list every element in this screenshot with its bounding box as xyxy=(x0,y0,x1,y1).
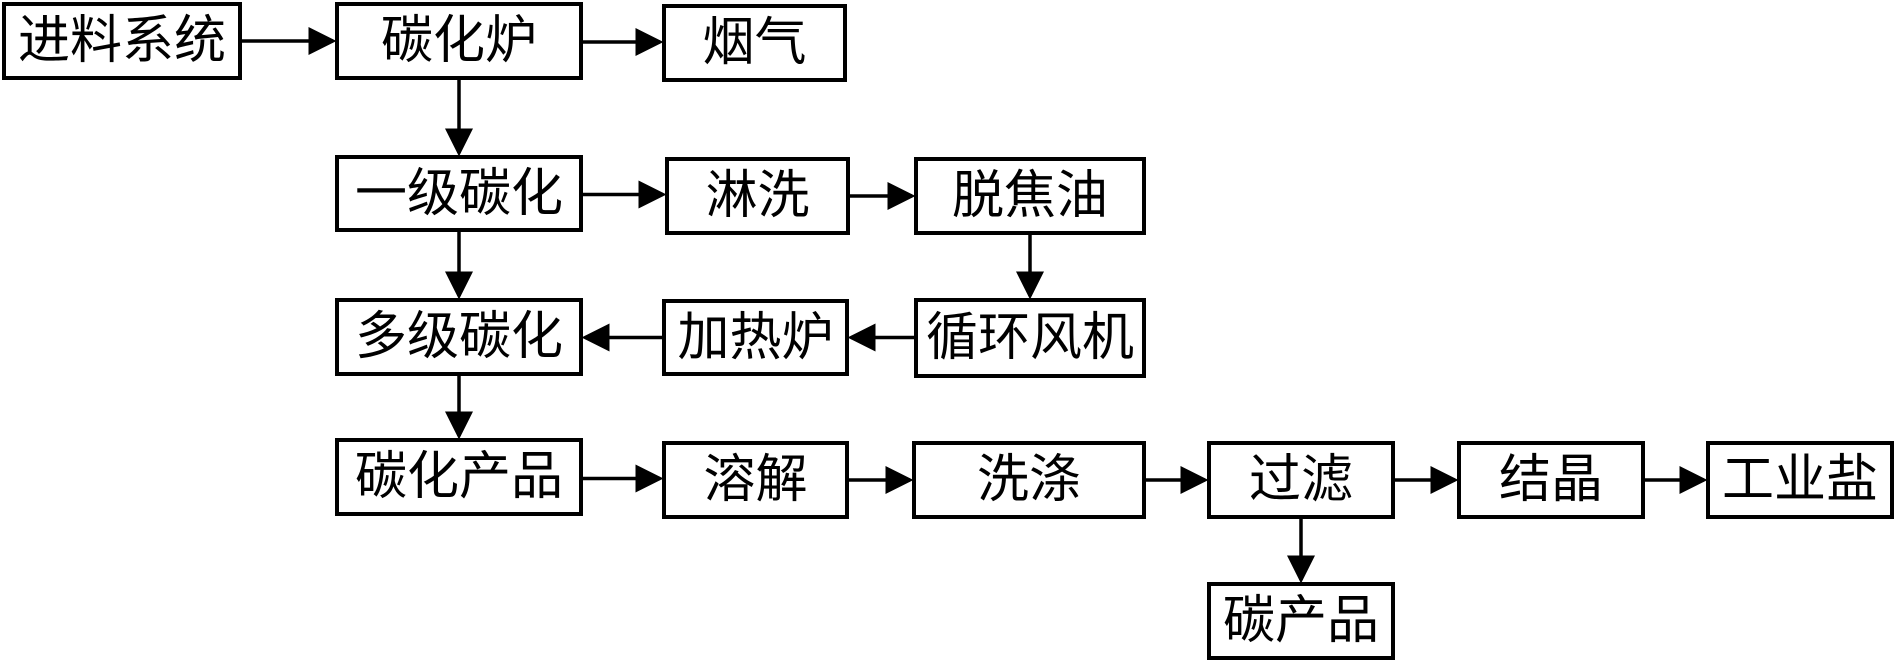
primary-carbonization-box: 一级碳化 xyxy=(335,155,583,232)
primary-carbonization-label: 一级碳化 xyxy=(354,163,563,224)
crystallization-label: 结晶 xyxy=(1498,450,1603,510)
flue-gas-label: 烟气 xyxy=(702,13,807,73)
carbon-product-box: 碳产品 xyxy=(1207,582,1395,660)
multistage-carbonization-label: 多级碳化 xyxy=(354,307,563,367)
carbonized-product-box: 碳化产品 xyxy=(335,438,583,516)
dissolution-label: 溶解 xyxy=(703,450,808,510)
filtration-label: 过滤 xyxy=(1248,450,1353,510)
spray-washing-box: 淋洗 xyxy=(665,157,850,235)
feed-system-label: 进料系统 xyxy=(17,11,226,71)
industrial-salt-box: 工业盐 xyxy=(1706,441,1894,519)
washing-box: 洗涤 xyxy=(912,441,1146,519)
crystallization-box: 结晶 xyxy=(1457,441,1645,519)
feed-system-box: 进料系统 xyxy=(2,2,242,80)
carbonization-furnace-label: 碳化炉 xyxy=(380,11,537,71)
flue-gas-box: 烟气 xyxy=(662,4,847,82)
tar-removal-label: 脱焦油 xyxy=(951,166,1108,226)
carbonization-furnace-box: 碳化炉 xyxy=(335,2,583,80)
dissolution-box: 溶解 xyxy=(662,441,849,519)
carbonized-product-label: 碳化产品 xyxy=(354,447,563,507)
tar-removal-box: 脱焦油 xyxy=(914,157,1146,235)
industrial-salt-label: 工业盐 xyxy=(1721,450,1878,510)
spray-washing-label: 淋洗 xyxy=(705,166,810,226)
filtration-box: 过滤 xyxy=(1207,441,1395,519)
multistage-carbonization-box: 多级碳化 xyxy=(335,298,583,376)
circulating-fan-label: 循环风机 xyxy=(925,308,1134,368)
carbon-product-label: 碳产品 xyxy=(1222,591,1379,651)
heating-furnace-label: 加热炉 xyxy=(677,307,834,368)
heating-furnace-box: 加热炉 xyxy=(662,299,849,376)
washing-label: 洗涤 xyxy=(976,450,1081,510)
circulating-fan-box: 循环风机 xyxy=(914,298,1146,378)
